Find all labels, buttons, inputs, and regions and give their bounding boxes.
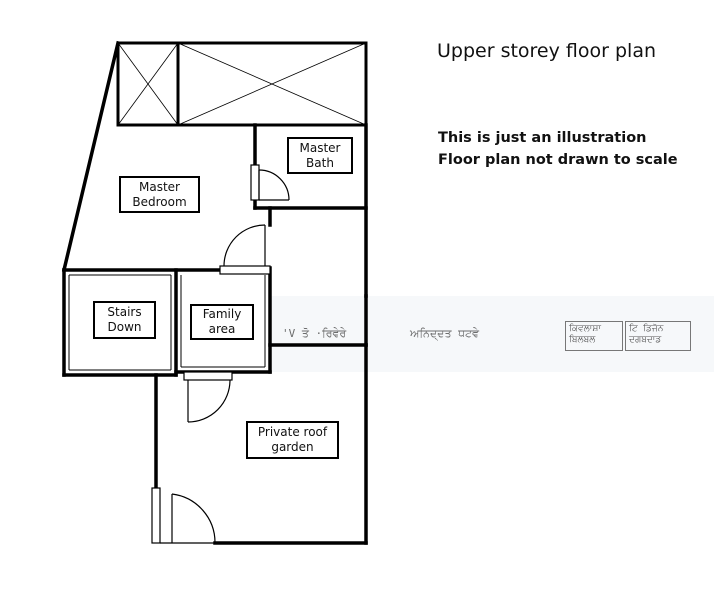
door-bedroom bbox=[219, 224, 271, 275]
door-family bbox=[183, 371, 233, 423]
watermark-mid-text: ਅਨਿਦ੍ਦਤ ਧਟਵੇ bbox=[410, 327, 479, 340]
room-label-master-bath: Master Bath bbox=[287, 137, 353, 174]
room-label-family-area: Family area bbox=[190, 304, 254, 340]
scale-note: Floor plan not drawn to scale bbox=[438, 152, 678, 168]
void-right bbox=[176, 41, 368, 127]
room-label-master-bedroom: Master Bedroom bbox=[119, 176, 200, 213]
illustration-note: This is just an illustration bbox=[438, 130, 647, 146]
door-master-bath bbox=[250, 164, 290, 201]
void-left bbox=[116, 41, 180, 127]
watermark-box-left: ਕਿਵਲਾਸ਼ਾ ਬਿਲਬਲ bbox=[565, 321, 623, 351]
stair-inner-wall bbox=[68, 274, 266, 371]
door-garden bbox=[151, 487, 216, 544]
watermark-strip-text: 'V ਤੋ ·ਰਿਵੇਰੇ bbox=[282, 327, 347, 340]
watermark-box-right: ਟਿ ਡਿਜੋਨ ਦਗਬਦਾਡ bbox=[625, 321, 691, 351]
room-label-roof-garden: Private roof garden bbox=[246, 421, 339, 459]
watermark-band bbox=[270, 296, 714, 372]
room-label-stairs-down: Stairs Down bbox=[93, 301, 156, 339]
walls bbox=[61, 40, 368, 545]
plan-title: Upper storey floor plan bbox=[437, 40, 657, 62]
